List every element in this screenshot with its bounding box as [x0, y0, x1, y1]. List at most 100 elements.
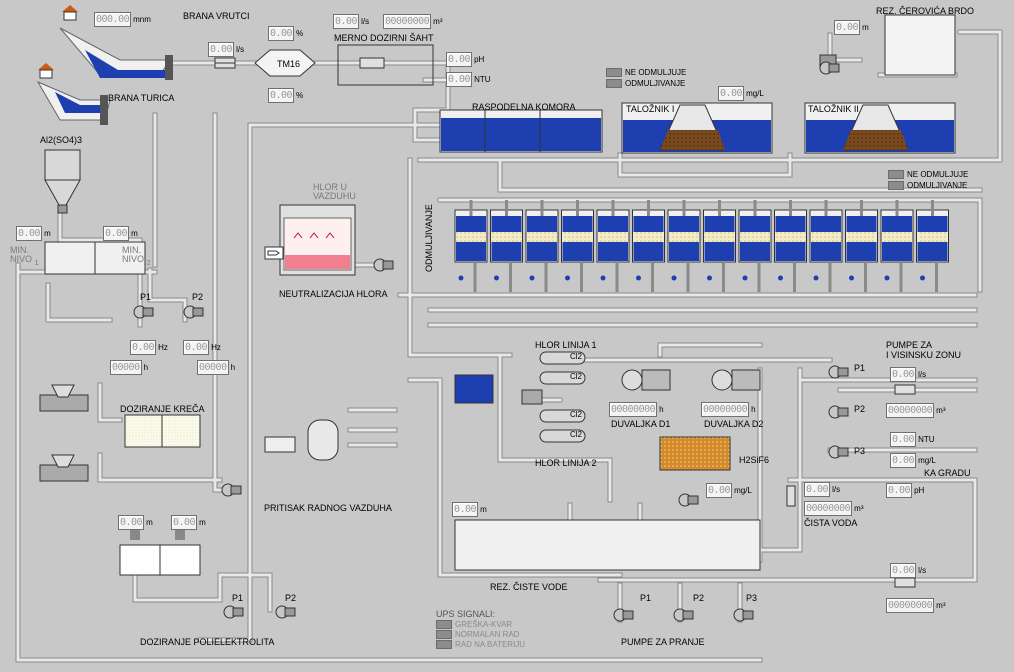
display-unit: m: [131, 229, 138, 238]
label-p1-pranje: P1: [640, 593, 652, 603]
display-value: 0.00: [268, 26, 295, 41]
filter-bank: [454, 200, 949, 292]
label-p2-poli: P2: [285, 593, 297, 603]
pump-icon: [828, 445, 849, 459]
display-unit: NTU: [474, 75, 491, 84]
filter-cell: [561, 200, 594, 292]
display-value: 0.00: [452, 502, 479, 517]
display-value: 00000000: [383, 14, 432, 29]
label-p2-vz: P2: [854, 404, 866, 414]
label-p3-pranje: P3: [746, 593, 758, 603]
indicator-lamp: [606, 68, 622, 77]
display-value: 0.00: [130, 340, 157, 355]
dam-turica: [36, 63, 111, 125]
display-unit: m: [44, 229, 51, 238]
label-cista-voda: ČISTA VODA: [804, 518, 858, 528]
pump-icon: [678, 493, 699, 507]
filter-cell: [774, 200, 807, 292]
display-unit: pH: [474, 55, 485, 64]
tm16-mixer: [254, 49, 316, 77]
label-neutralizacija: NEUTRALIZACIJA HLORA: [279, 289, 388, 299]
display-unit: m³: [936, 601, 946, 610]
filter-cell: [845, 200, 878, 292]
filter-cell: [703, 200, 736, 292]
display-value: 00000000: [886, 598, 935, 613]
display-value: 0.00: [890, 563, 917, 578]
inlet-flowmeter: [214, 57, 236, 69]
display-unit: NTU: [918, 435, 935, 444]
label-ups-signali: UPS SIGNALI:: [436, 609, 496, 619]
pump-icon: [828, 365, 849, 379]
indicator-ne-odmuljuje-2: NE ODMULJUJE: [888, 170, 968, 179]
polyelectrolyte-tanks: [119, 530, 201, 576]
display-value: 0.00: [886, 483, 913, 498]
display-value: 0.00: [804, 482, 831, 497]
flowmeters-right: [786, 384, 916, 588]
filter-cell: [667, 200, 701, 292]
alum-tanks: [44, 241, 146, 275]
display-value: 00000000: [804, 501, 853, 516]
display-unit: mnm: [133, 15, 151, 24]
display-unit: l/s: [361, 17, 370, 26]
display-unit: l/s: [236, 45, 245, 54]
distribution-chamber: [439, 109, 603, 153]
pump-icon: [733, 608, 754, 622]
filter-cell: [490, 200, 523, 292]
indicator-ne-odmuljuje-1: NE ODMULJUJE: [606, 68, 686, 77]
filter-cell: [525, 200, 559, 292]
display-value: 00000: [197, 360, 229, 375]
fluoride-tank: [659, 436, 731, 471]
display-unit: mg/L: [746, 89, 764, 98]
label-cl2-3: Cl2: [570, 410, 583, 419]
label-visinska-zona: I VISINSKU ZONU: [886, 350, 962, 360]
label-raspodelna-komora: RASPODELNA KOMORA: [472, 102, 576, 112]
display-unit: Hz: [211, 343, 221, 352]
indicator-lamp: [436, 630, 452, 639]
display-unit: h: [230, 363, 236, 372]
display-value: 0.00: [208, 42, 235, 57]
display-value: 0.00: [446, 72, 473, 87]
pump-icon: [275, 605, 296, 619]
pump-icon: [373, 258, 394, 272]
label-cl2-4: Cl2: [570, 430, 583, 439]
label-duvaljka-d2: DUVALJKA D2: [704, 419, 764, 429]
indicator-lamp: [436, 620, 452, 629]
indicator-lamp: [888, 170, 904, 179]
label-min-nivo-2: MIN. NIVO 2: [122, 245, 151, 267]
pump-icon: [673, 608, 694, 622]
display-unit: l/s: [918, 566, 927, 575]
chlorine-neutralization-unit: [264, 204, 356, 276]
display-value: 0.00: [890, 453, 917, 468]
label-hlor-u-vazduhu: HLOR U VAZDUHU: [313, 182, 356, 201]
display-value: 000.00: [94, 12, 132, 27]
filter-cell: [916, 200, 949, 292]
display-value: 0.00: [890, 432, 917, 447]
blowers: [621, 369, 761, 391]
clean-water-reservoir: [454, 519, 761, 571]
indicator-normalan-rad: NORMALAN RAD: [436, 630, 519, 639]
label-merno-saht: MERNO DOZIRNI ŠAHT: [334, 33, 434, 43]
label-brana-vrutci: BRANA VRUTCI: [183, 11, 250, 21]
display-unit: pH: [914, 486, 925, 495]
pump-icon: [183, 305, 204, 319]
lime-dosing: [39, 384, 201, 482]
air-receiver-tank: [264, 419, 339, 461]
indicator-odmuljivanje-2: ODMULJIVANJE: [888, 181, 967, 190]
pump-icon: [223, 605, 244, 619]
label-doziranje-kreca: DOZIRANJE KREČA: [120, 404, 205, 414]
